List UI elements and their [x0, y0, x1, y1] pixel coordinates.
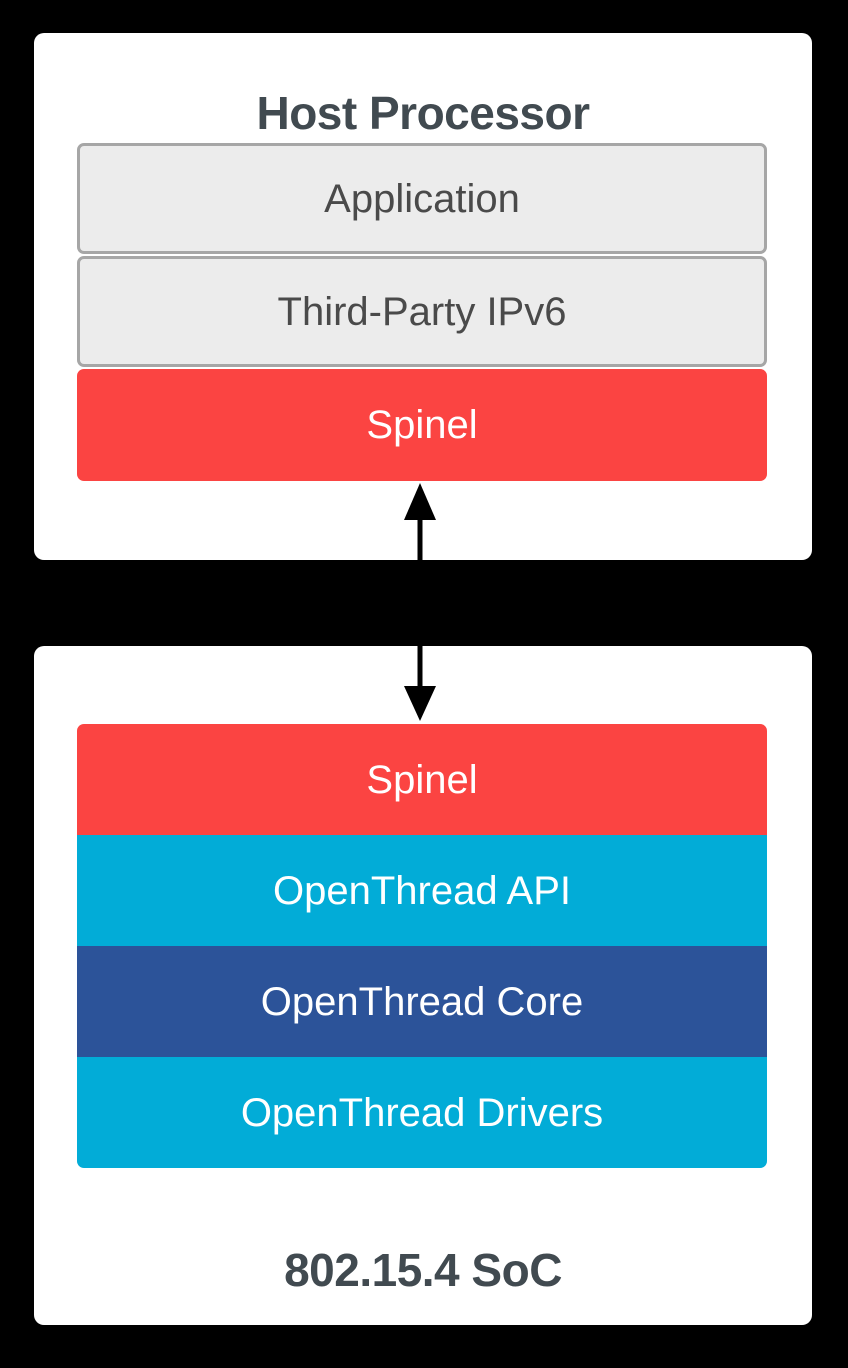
layer-third-party-ipv6-label: Third-Party IPv6	[277, 289, 567, 334]
layer-openthread-api[interactable]: OpenThread API	[77, 835, 767, 946]
layer-application[interactable]: Application	[77, 143, 767, 254]
host-layer-stack: Application Third-Party IPv6 Spinel	[77, 143, 767, 481]
layer-openthread-drivers-label: OpenThread Drivers	[240, 1090, 604, 1135]
soc-card: Spinel OpenThread API OpenThread Core Op…	[34, 646, 812, 1325]
layer-openthread-drivers[interactable]: OpenThread Drivers	[77, 1057, 767, 1168]
layer-soc-spinel-label: Spinel	[366, 757, 478, 802]
soc-title: 802.15.4 SoC	[284, 1244, 562, 1296]
layer-soc-spinel[interactable]: Spinel	[77, 724, 767, 835]
layer-openthread-api-label: OpenThread API	[273, 868, 571, 913]
layer-host-spinel-label: Spinel	[366, 403, 478, 447]
host-processor-card: Host Processor Application Third-Party I…	[34, 33, 812, 560]
layer-third-party-ipv6[interactable]: Third-Party IPv6	[77, 256, 767, 367]
layer-openthread-core-label: OpenThread Core	[260, 979, 584, 1024]
layer-host-spinel[interactable]: Spinel	[77, 369, 767, 481]
layer-application-label: Application	[324, 176, 520, 221]
soc-layer-stack: Spinel OpenThread API OpenThread Core Op…	[77, 724, 767, 1168]
host-processor-title: Host Processor	[256, 87, 590, 139]
layer-openthread-core[interactable]: OpenThread Core	[77, 946, 767, 1057]
